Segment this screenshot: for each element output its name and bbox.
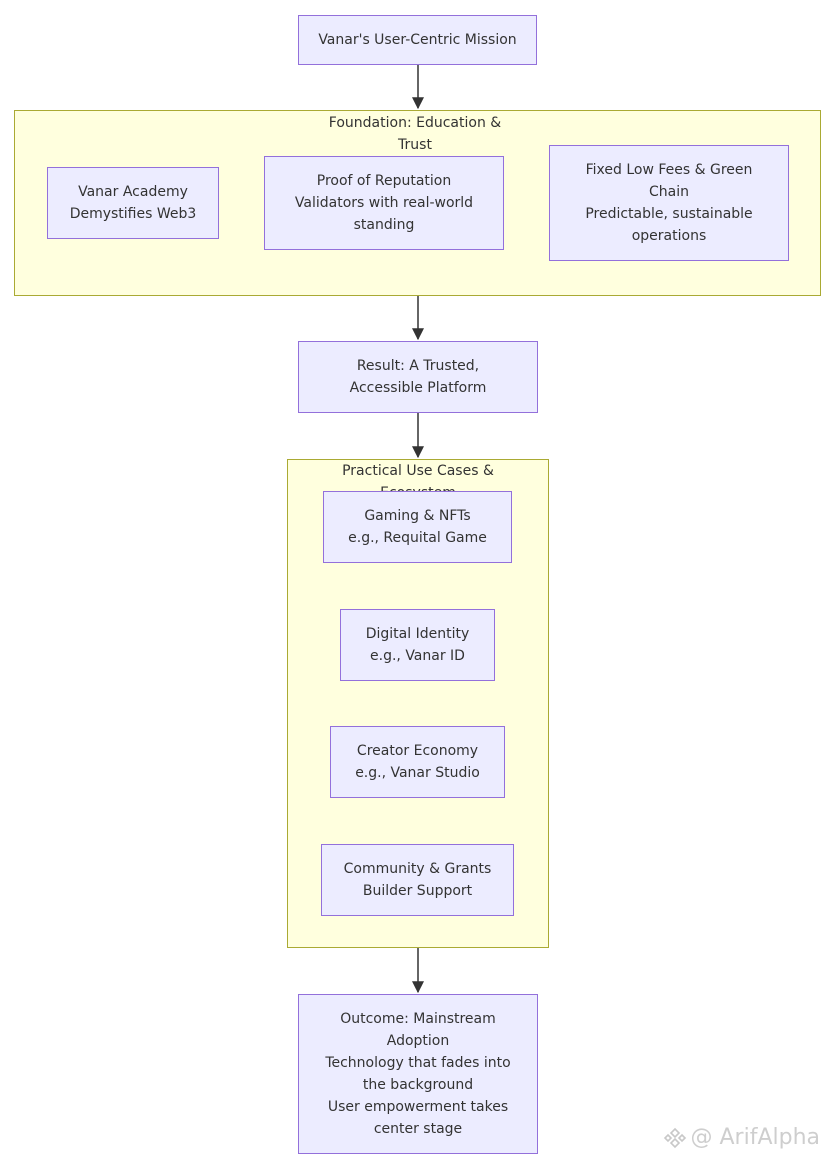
community-grants-node: Community & Grants Builder Support: [321, 844, 514, 916]
node-line: Accessible Platform: [349, 380, 487, 396]
node-line: Community & Grants: [343, 861, 492, 877]
node-line: Vanar Academy: [78, 184, 188, 200]
node-line: User empowerment takes: [327, 1099, 509, 1115]
watermark-text: @ ArifAlpha: [690, 1125, 821, 1150]
node-line: the background: [362, 1077, 474, 1093]
node-line: e.g., Vanar ID: [370, 648, 465, 664]
node-line: Creator Economy: [356, 743, 479, 759]
node-line: e.g., Requital Game: [348, 530, 487, 546]
proof-of-reputation-node: Proof of Reputation Validators with real…: [264, 156, 504, 250]
use-cases-title-line-1: Practical Use Cases &: [342, 463, 494, 479]
vanar-academy-node: Vanar Academy Demystifies Web3: [47, 167, 219, 239]
node-line: Result: A Trusted,: [356, 358, 480, 374]
outcome-node: Outcome: Mainstream Adoption Technology …: [298, 994, 538, 1154]
node-line: Proof of Reputation: [316, 173, 452, 189]
result-node: Result: A Trusted, Accessible Platform: [298, 341, 538, 413]
node-line: Adoption: [386, 1033, 450, 1049]
node-line: Gaming & NFTs: [364, 508, 471, 524]
node-line: Demystifies Web3: [69, 206, 197, 222]
node-line: Builder Support: [362, 883, 473, 899]
node-line: Validators with real-world: [294, 195, 474, 211]
node-line: Chain: [648, 184, 689, 200]
node-line: Outcome: Mainstream: [340, 1011, 496, 1027]
foundation-cluster-title: Foundation: Education & Trust: [315, 112, 515, 156]
mission-label: Vanar's User-Centric Mission: [318, 32, 517, 48]
node-line: Fixed Low Fees & Green: [585, 162, 753, 178]
node-line: Technology that fades into: [325, 1055, 511, 1071]
foundation-title-line-2: Trust: [398, 137, 432, 153]
node-line: Predictable, sustainable: [585, 206, 753, 222]
node-line: e.g., Vanar Studio: [355, 765, 480, 781]
gaming-nfts-node: Gaming & NFTs e.g., Requital Game: [323, 491, 512, 563]
creator-economy-node: Creator Economy e.g., Vanar Studio: [330, 726, 505, 798]
digital-identity-node: Digital Identity e.g., Vanar ID: [340, 609, 495, 681]
mission-node: Vanar's User-Centric Mission: [298, 15, 537, 65]
binance-logo-icon: [663, 1127, 686, 1148]
fixed-low-fees-node: Fixed Low Fees & Green Chain Predictable…: [549, 145, 789, 261]
foundation-title-line-1: Foundation: Education &: [328, 115, 502, 131]
watermark: @ ArifAlpha: [663, 1125, 821, 1150]
node-line: operations: [631, 228, 707, 244]
node-line: standing: [353, 217, 415, 233]
node-line: center stage: [373, 1121, 463, 1137]
node-line: Digital Identity: [365, 626, 470, 642]
